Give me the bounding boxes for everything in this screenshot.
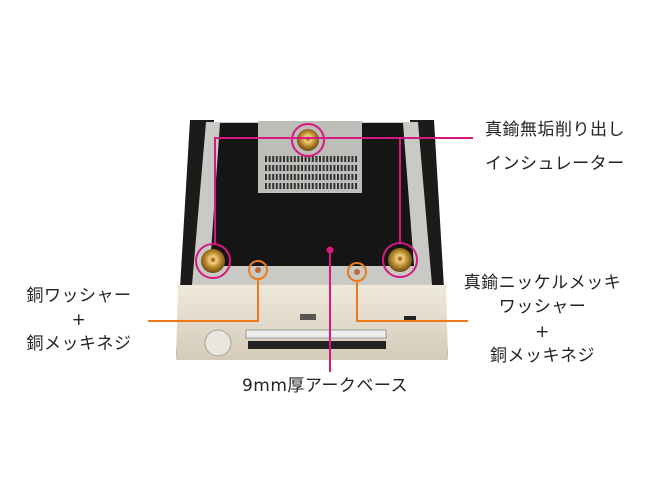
callout-ring-top [291, 123, 325, 157]
right-washer-label-line1: 真鍮ニッケルメッキ [463, 273, 622, 293]
insulator-foot-left [201, 249, 225, 273]
usb-port [404, 316, 416, 321]
screw-left [255, 267, 261, 273]
left-washer-label-line1: 銅ワッシャー [26, 286, 132, 306]
insulator-label-line1: 真鍮無垢削り出し [485, 120, 625, 140]
disc-slot [248, 341, 386, 349]
right-washer-leader-line [356, 281, 468, 322]
insulator-foot-top [297, 129, 319, 151]
right-washer-plus: + [535, 322, 550, 342]
insulator-label-line2: インシュレーター [485, 154, 625, 174]
display-badge [300, 314, 316, 320]
screw-right [354, 269, 360, 275]
disc-slot-top [245, 329, 387, 339]
left-washer-plus: + [71, 310, 87, 330]
insulator-leader-line [214, 137, 473, 244]
base-marker-dot [326, 246, 334, 254]
base-label: 9mm厚アークベース [241, 376, 409, 396]
callout-ring-left [195, 243, 231, 279]
left-washer-label-line2: 銅メッキネジ [26, 334, 132, 354]
right-washer-label-line3: 銅メッキネジ [490, 346, 595, 366]
volume-knob [204, 329, 232, 357]
left-washer-leader-line [148, 279, 259, 322]
insulator-foot-right [388, 248, 412, 272]
right-washer-label-line2: ワッシャー [498, 297, 587, 317]
